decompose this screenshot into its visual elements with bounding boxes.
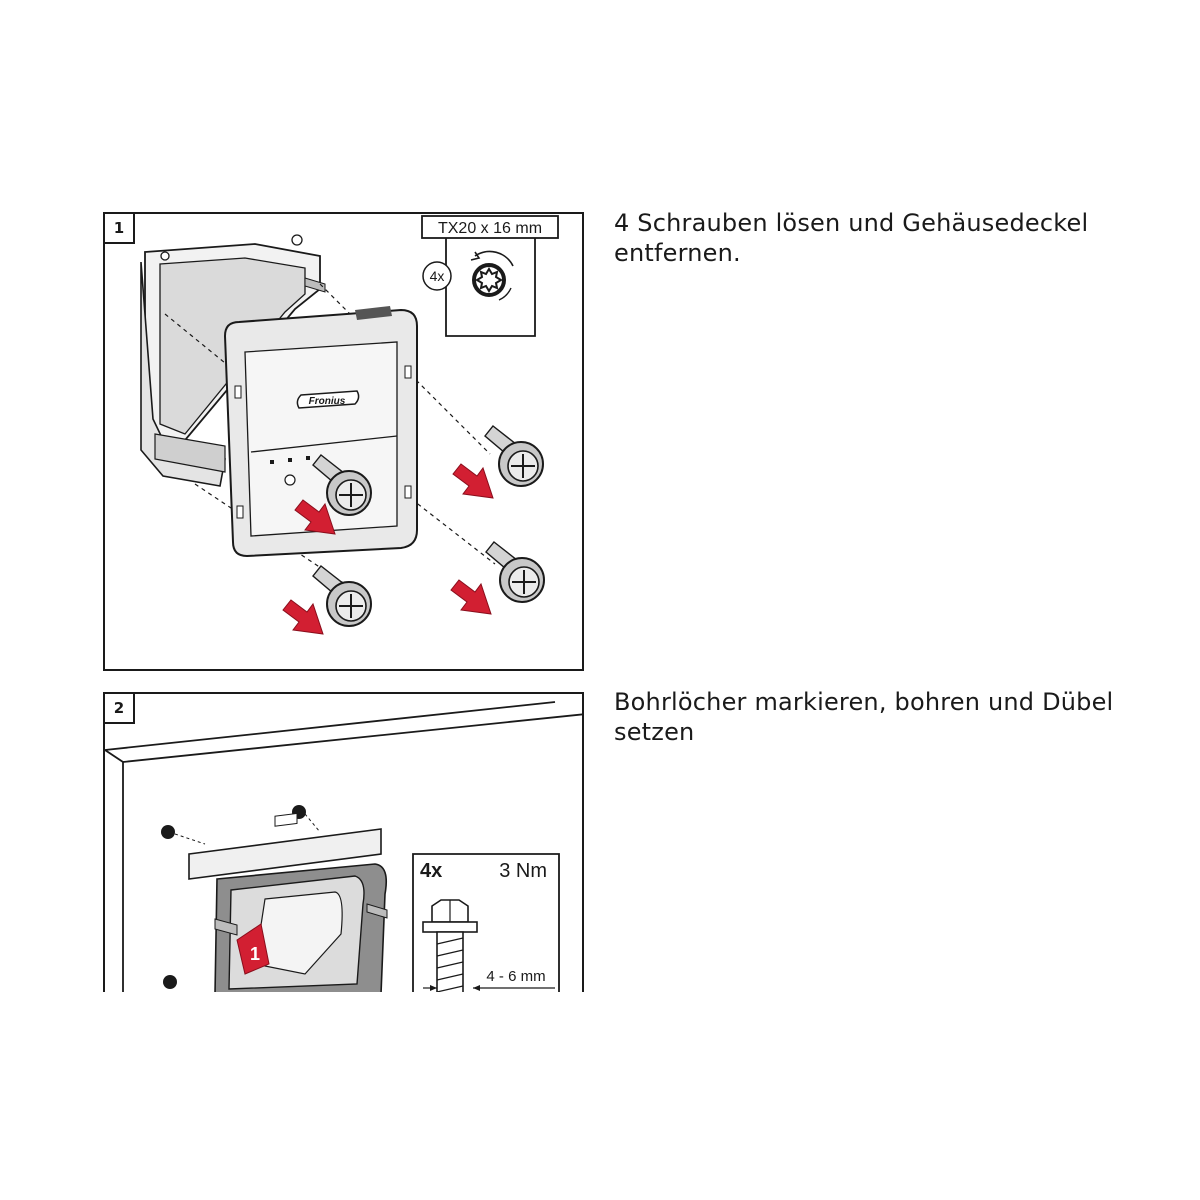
wall — [105, 701, 582, 992]
marker-arrow: 1 — [236, 923, 270, 975]
rotate-ccw-icon — [470, 250, 514, 267]
step-2-number: 2 — [105, 694, 135, 724]
logo: Fronius — [296, 390, 360, 409]
arrow-icon — [282, 463, 494, 635]
logo-text: Fronius — [309, 396, 346, 407]
marker-label: 1 — [250, 944, 260, 964]
quantity-badge: 4x — [430, 268, 445, 284]
length-dimension: 4 - 6 mm — [423, 968, 555, 991]
housing-template — [214, 863, 388, 992]
screw-quantity: 4x — [420, 860, 442, 882]
tool-spec-box: TX20 x 16 mm 4x — [421, 215, 559, 337]
step-1-number: 1 — [105, 214, 135, 244]
torque-label: 3 Nm — [499, 860, 547, 882]
step-2-instruction: Bohrlöcher markieren, bohren und Dübel s… — [614, 688, 1114, 746]
torx-bit-icon — [472, 263, 506, 297]
step-1-illustration: TX20 x 16 mm 4x — [140, 215, 559, 635]
screw-spec-box: 4x 3 Nm 4 - 6 mm — [412, 853, 560, 992]
step-1-panel: 1 TX20 x 16 mm 4x — [103, 212, 584, 671]
step-2-illustration: 1 4x 3 Nm 4 - 6 mm — [105, 701, 582, 992]
length-label: 4 - 6 mm — [486, 968, 545, 985]
spirit-level — [188, 812, 382, 880]
screw-icon — [312, 425, 545, 627]
step-2-panel: 2 1 — [103, 692, 584, 992]
screw-icon — [422, 899, 478, 992]
tool-spec-label: TX20 x 16 mm — [438, 220, 542, 237]
step-1-instruction: 4 Schrauben lösen und Gehäusedeckel entf… — [614, 209, 1089, 267]
